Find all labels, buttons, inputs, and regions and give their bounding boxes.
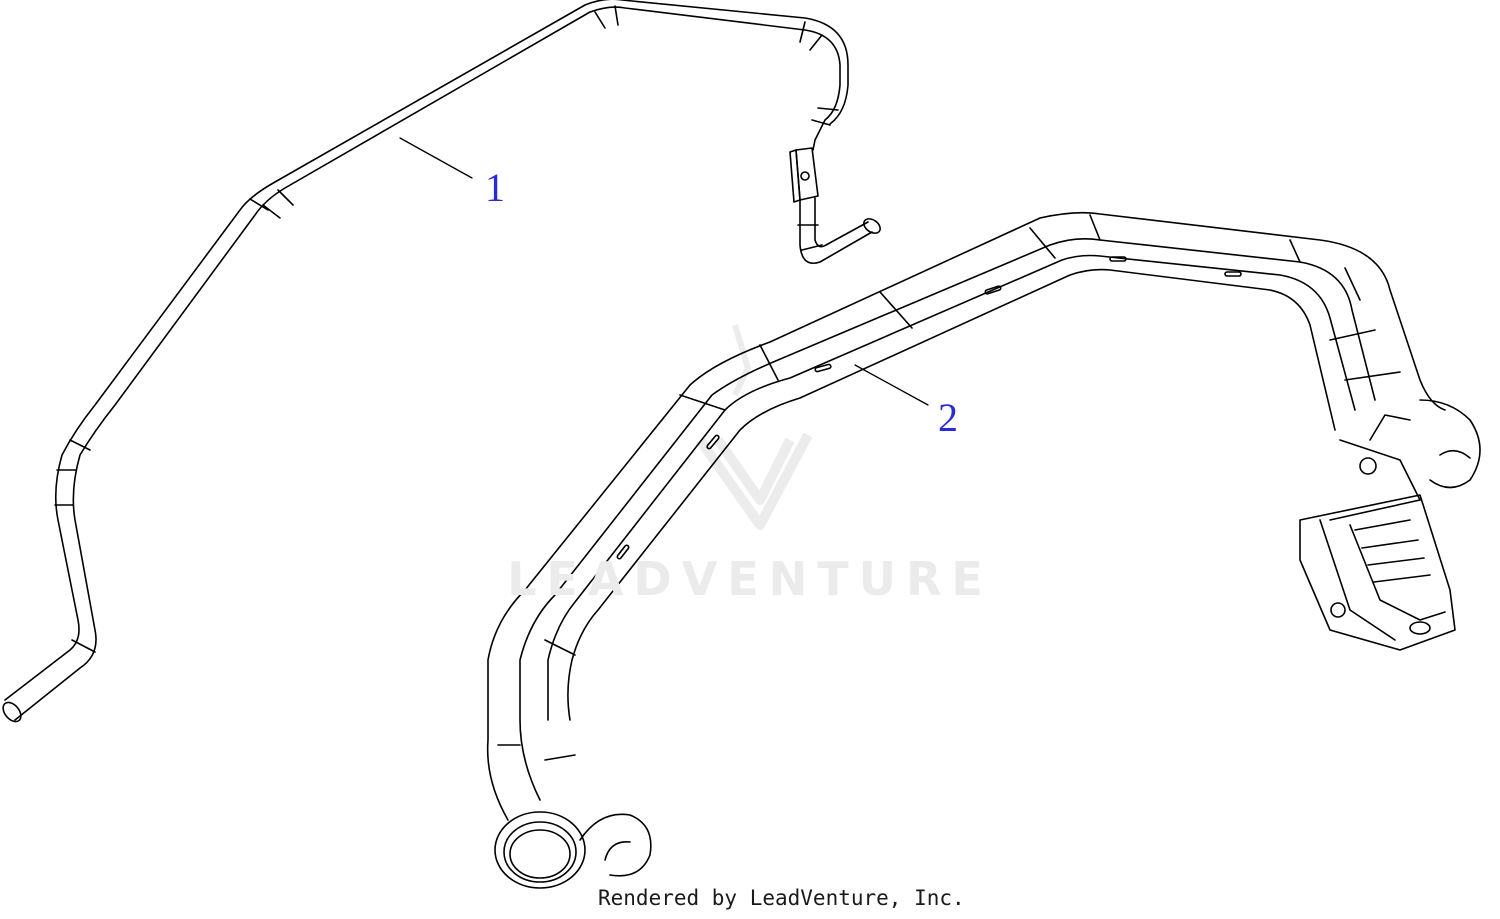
watermark-logo	[695, 324, 813, 530]
render-credit: Rendered by LeadVenture, Inc.	[598, 886, 965, 910]
callout-label-2[interactable]: 2	[938, 395, 958, 440]
watermark-text: LEADVENTURE	[507, 552, 993, 606]
part-1-bail-wire	[2, 0, 881, 723]
callout-label-1[interactable]: 1	[485, 165, 505, 210]
part-2-handle	[486, 211, 1481, 889]
